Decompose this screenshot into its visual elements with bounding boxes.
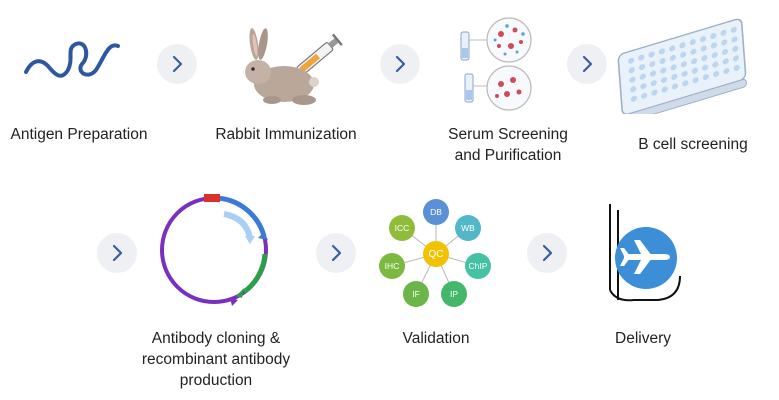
qc-node-db: DB (423, 199, 449, 225)
test-tubes-microscope-icon (455, 14, 545, 114)
qc-node-ip: IP (441, 281, 467, 307)
protein-strand-icon (22, 30, 122, 90)
rabbit-with-syringe-icon (232, 22, 352, 108)
step-label-rabbit: Rabbit Immunization (215, 126, 357, 143)
arrow-2 (380, 44, 420, 84)
qc-node-chip: ChIP (465, 253, 491, 279)
airplane-delivery-icon (596, 196, 692, 308)
step-label-bcell: B cell screening (638, 136, 748, 153)
qc-node-wb: WB (455, 215, 481, 241)
qc-node-if: IF (403, 281, 429, 307)
step-label-serum: Serum Screening and Purification (448, 126, 568, 164)
arrow-6 (527, 233, 567, 273)
chevron-right-icon (331, 244, 342, 262)
well-plate-icon (616, 10, 766, 124)
step-label-delivery: Delivery (615, 330, 671, 347)
chevron-right-icon (112, 244, 123, 262)
step-label-cloning: Antibody cloning & recombinant antibody … (141, 330, 291, 389)
arrow-4 (97, 233, 137, 273)
chevron-right-icon (395, 55, 406, 73)
qc-node-icc: ICC (389, 215, 415, 241)
qc-node-ihc: IHC (379, 253, 405, 279)
arrow-5 (316, 233, 356, 273)
qc-network-icon: QC DB WB ChIP IP IF IHC ICC (378, 192, 494, 308)
chevron-right-icon (582, 55, 593, 73)
step-label-antigen: Antigen Preparation (10, 126, 148, 143)
arrow-1 (157, 44, 197, 84)
step-label-validation: Validation (402, 330, 470, 347)
chevron-right-icon (542, 244, 553, 262)
plasmid-icon (152, 188, 276, 312)
qc-center-node: QC (423, 241, 449, 267)
chevron-right-icon (172, 55, 183, 73)
arrow-3 (567, 44, 607, 84)
